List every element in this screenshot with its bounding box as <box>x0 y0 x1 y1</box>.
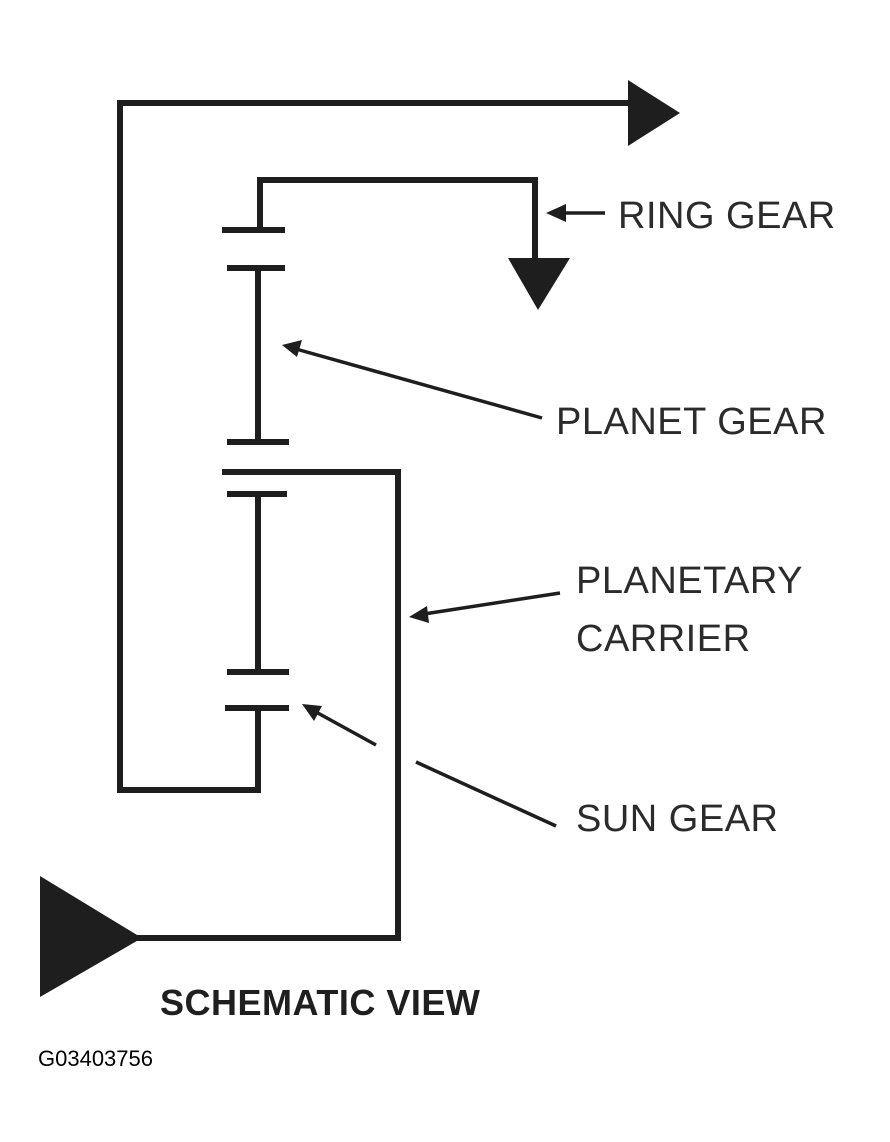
ring-gear-member <box>257 177 538 268</box>
sun-gear-leader-arrow <box>302 704 322 721</box>
planetary-carrier-label-line2: CARRIER <box>576 618 751 660</box>
ring-gear-leader-arrow <box>546 204 566 222</box>
planetary-carrier-leader <box>423 591 561 616</box>
sun-gear-leader-lower <box>415 760 557 828</box>
planetary-carrier-label-line1: PLANETARY <box>576 560 803 602</box>
input-arrow <box>40 876 142 997</box>
schematic-view-caption: SCHEMATIC VIEW <box>160 982 481 1023</box>
planetary-carrier-leader-arrow <box>409 606 429 623</box>
figure-id: G03403756 <box>38 1046 153 1071</box>
planet-gear-label: PLANET GEAR <box>556 401 827 443</box>
ring-gear-arrow <box>508 258 570 310</box>
sun-gear-label: SUN GEAR <box>576 798 779 840</box>
output-arrow <box>628 80 680 146</box>
output-path <box>117 100 638 793</box>
sun-gear-leader-upper <box>315 710 377 747</box>
ring-gear-label: RING GEAR <box>618 195 836 237</box>
planetary-carrier-member <box>137 469 401 941</box>
planet-gear-leader-arrow <box>282 340 302 357</box>
planet-gear-leader <box>295 347 543 420</box>
